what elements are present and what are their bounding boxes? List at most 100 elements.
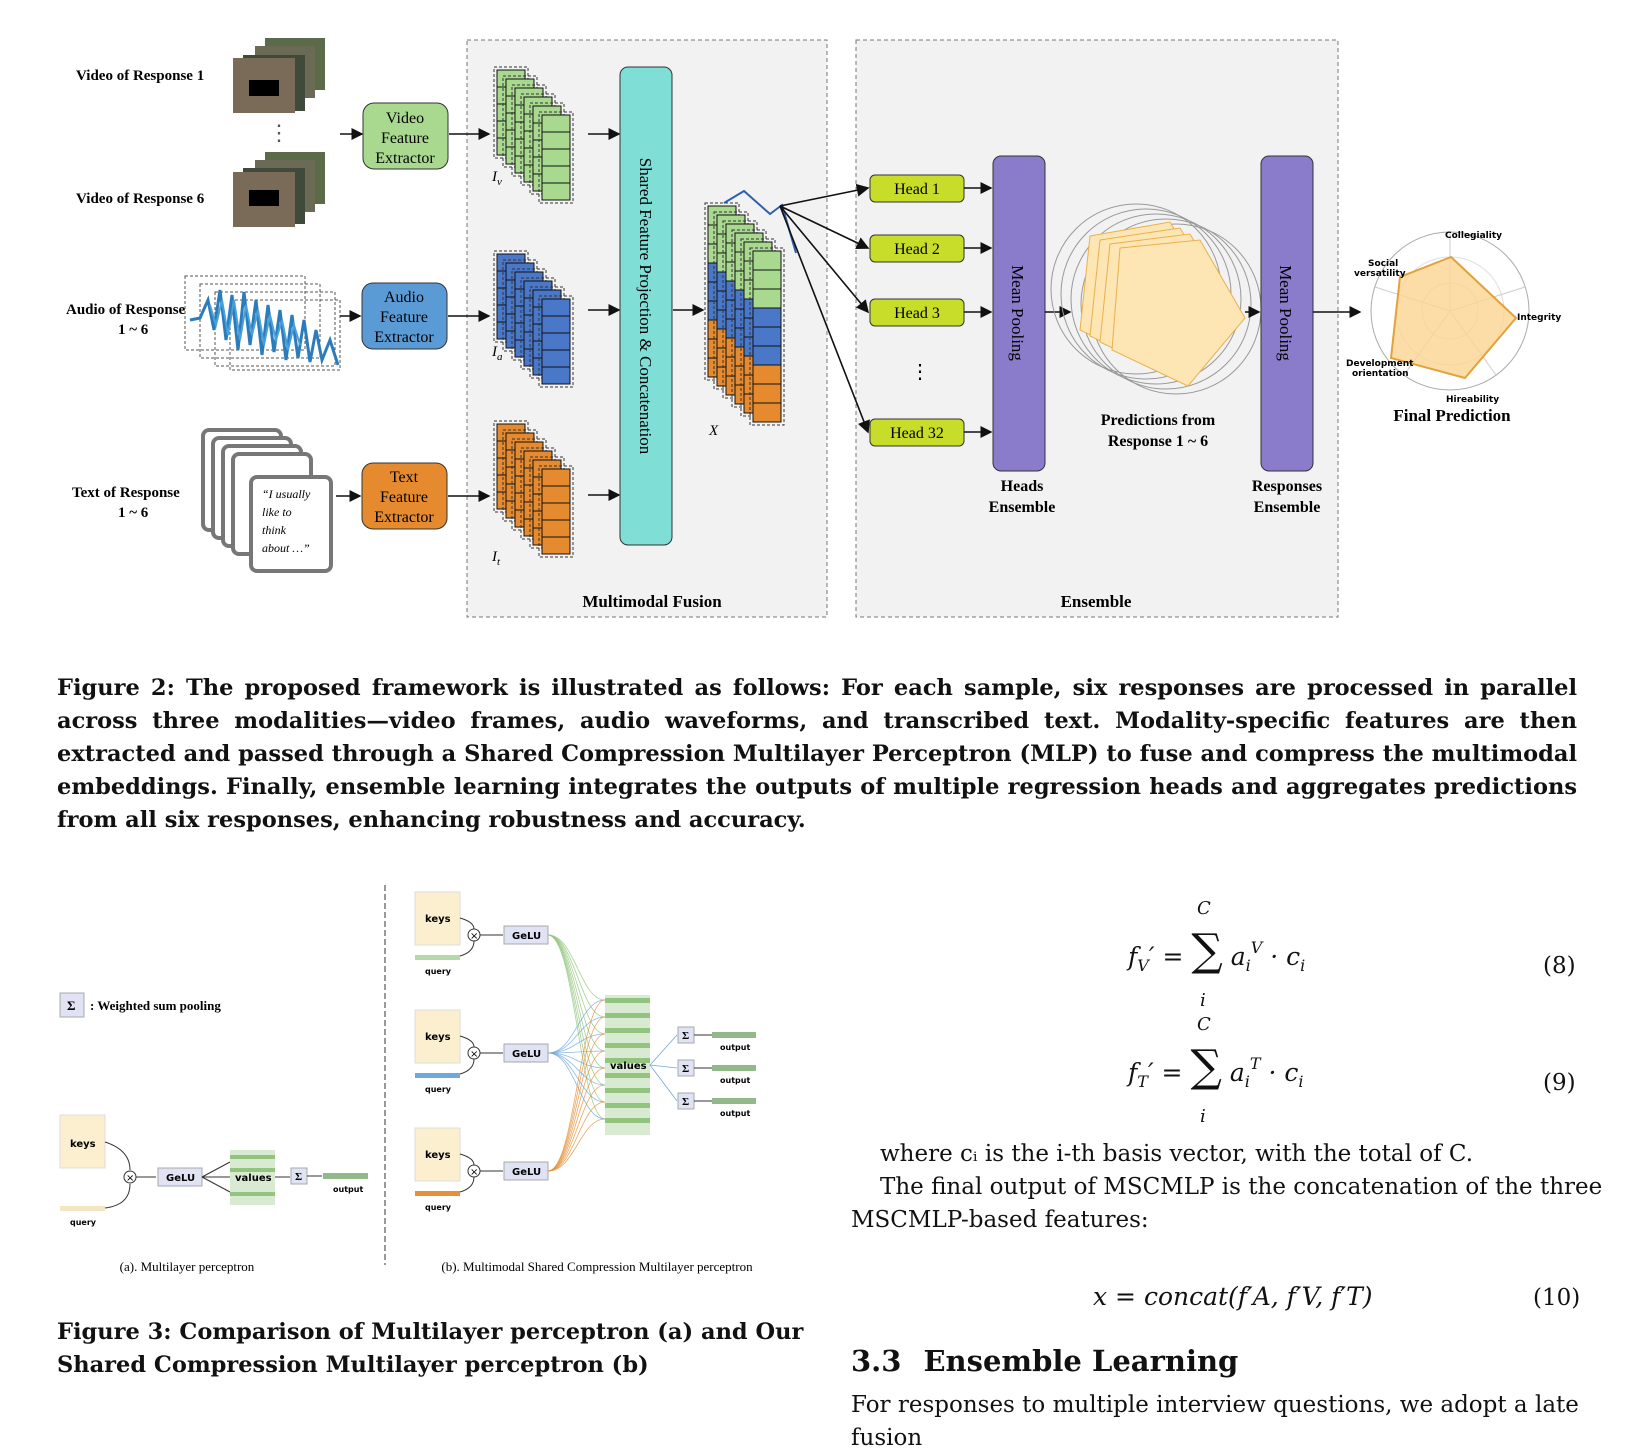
mscmlp-query-label: query bbox=[425, 967, 452, 976]
mscmlp-output-label: output bbox=[720, 1076, 750, 1085]
mlp-keys-box bbox=[59, 1114, 106, 1169]
mscmlp-out-line bbox=[649, 1064, 678, 1102]
text-feature-stack bbox=[493, 420, 574, 558]
section-number: 3.3 bbox=[851, 1344, 902, 1378]
audio-label-line2: 1 ~ 6 bbox=[118, 322, 149, 338]
radar-axis-hireability: Hireability bbox=[1446, 395, 1499, 405]
social-line2: versatility bbox=[1354, 269, 1406, 279]
quote-line-3: think bbox=[262, 523, 287, 537]
mscmlp-query-bar bbox=[415, 955, 460, 960]
mscmlp-value-stripe bbox=[605, 1013, 650, 1018]
fused-feature-cell bbox=[752, 250, 782, 271]
mscmlp-values-box bbox=[605, 995, 650, 1135]
development-line2: orientation bbox=[1352, 369, 1409, 379]
equation-9-number: (9) bbox=[1543, 1070, 1576, 1096]
mscmlp-output-bar bbox=[712, 1065, 756, 1071]
mscmlp-multiply-symbol: × bbox=[470, 931, 478, 942]
fused-feature-cell bbox=[752, 402, 782, 423]
mscmlp-value-stripe bbox=[605, 1088, 650, 1093]
heads-ensemble-line1: Heads bbox=[1001, 478, 1044, 495]
mscmlp-query-label: query bbox=[425, 1085, 452, 1094]
figure-3-caption: Figure 3: Comparison of Multilayer perce… bbox=[57, 1316, 817, 1382]
development-line1: Development bbox=[1346, 359, 1414, 369]
mscmlp-value-stripe bbox=[605, 1118, 650, 1123]
radar-axis-development: Development orientation bbox=[1346, 359, 1417, 379]
mscmlp-key-path bbox=[459, 917, 475, 930]
mscmlp-fan-line bbox=[547, 1084, 606, 1172]
equation-10-number: (10) bbox=[1533, 1285, 1581, 1311]
text-label-line2: 1 ~ 6 bbox=[118, 505, 149, 521]
head-3-label: Head 3 bbox=[894, 305, 940, 322]
fused-feature-cell bbox=[752, 269, 782, 290]
mean-pooling-responses-label: Mean Pooling bbox=[1276, 265, 1295, 361]
mscmlp-query-bar bbox=[415, 1191, 460, 1196]
shared-feature-projection-block bbox=[619, 66, 673, 546]
video-feature-cell bbox=[541, 114, 571, 133]
mscmlp-value-stripe bbox=[605, 1028, 650, 1033]
mean-pooling-heads-label: Mean Pooling bbox=[1008, 265, 1027, 361]
figure-3-caption-line1: Figure 3: Comparison of Multilayer perce… bbox=[57, 1319, 804, 1345]
audio-extractor-line3: Extractor bbox=[374, 329, 434, 346]
mscmlp-keys-box bbox=[414, 1009, 461, 1064]
mscmlp-keys-label: keys bbox=[425, 1032, 451, 1043]
mscmlp-multiply-symbol: × bbox=[470, 1049, 478, 1060]
predictions-label-line2: Response 1 ~ 6 bbox=[1108, 433, 1208, 450]
mscmlp-key-path bbox=[459, 1035, 475, 1048]
mlp-gelu-label: GeLU bbox=[166, 1173, 195, 1184]
text-feature-extractor bbox=[361, 462, 448, 530]
video-response-6-label: Video of Response 6 bbox=[76, 191, 205, 207]
radar-axis-social: Social versatility bbox=[1354, 259, 1406, 279]
audio-feature-outline bbox=[538, 295, 574, 388]
mscmlp-fan-line bbox=[547, 1067, 606, 1172]
multimodal-fusion-label: Multimodal Fusion bbox=[582, 592, 722, 611]
video-feature-cell bbox=[541, 182, 571, 201]
body-line-4: For responses to multiple interview ques… bbox=[851, 1392, 1579, 1451]
video-response-1-label: Video of Response 1 bbox=[76, 68, 204, 84]
equation-10: x = concat(f′A, f′V, f′T) bbox=[1093, 1282, 1373, 1311]
mscmlp-value-stripe bbox=[605, 1073, 650, 1078]
mlp-sigma: Σ bbox=[295, 1171, 302, 1183]
sub-b-label: (b). Multimodal Shared Compression Multi… bbox=[441, 1259, 753, 1274]
mscmlp-query-path bbox=[459, 1176, 475, 1193]
radar-axis-collegiality: Collegiality bbox=[1445, 231, 1502, 241]
final-prediction-radar bbox=[1370, 231, 1530, 391]
text-cards bbox=[201, 428, 333, 573]
video-feature-extractor bbox=[362, 102, 449, 170]
mscmlp-key-path bbox=[459, 1153, 475, 1166]
fused-feature-cell bbox=[752, 383, 782, 404]
mscmlp-values-label: values bbox=[610, 1061, 647, 1072]
mscmlp-output-bar bbox=[712, 1032, 756, 1038]
head-32-label: Head 32 bbox=[890, 425, 944, 442]
eq9-upper-limit: C bbox=[1197, 1014, 1211, 1035]
eq8-upper-limit: C bbox=[1197, 898, 1211, 919]
figure-3-mlp-comparison: Σ : Weighted sum pooling keys query × Ge… bbox=[59, 885, 756, 1274]
audio-feature-cell bbox=[541, 332, 571, 351]
fused-feature-outline bbox=[749, 247, 785, 426]
mlp-query-bar bbox=[60, 1206, 105, 1211]
video-feature-label: Iv bbox=[491, 169, 502, 188]
mscmlp-keys-box bbox=[414, 891, 461, 946]
sum-symbol: ∑ bbox=[1190, 1041, 1222, 1092]
section-title: Ensemble Learning bbox=[923, 1344, 1239, 1378]
video-extractor-line2: Feature bbox=[381, 130, 429, 147]
mscmlp-fan-line bbox=[547, 934, 606, 1035]
fused-feature-cell bbox=[752, 326, 782, 347]
text-feature-cell bbox=[541, 536, 571, 555]
mean-pooling-heads-block bbox=[992, 155, 1046, 472]
text-extractor-line2: Feature bbox=[380, 489, 428, 506]
mscmlp-fan-line bbox=[547, 1033, 606, 1054]
responses-ensemble-line2: Ensemble bbox=[1254, 499, 1321, 516]
head-2-label: Head 2 bbox=[894, 241, 940, 258]
audio-extractor-line2: Feature bbox=[380, 309, 428, 326]
heads-ensemble-line2: Ensemble bbox=[989, 499, 1056, 516]
mscmlp-multiply-symbol: × bbox=[470, 1167, 478, 1178]
text-feature-cell bbox=[541, 485, 571, 504]
mscmlp-keys-label: keys bbox=[425, 1150, 451, 1161]
audio-feature-stack bbox=[493, 250, 574, 388]
mscmlp-fan-line bbox=[547, 1052, 606, 1120]
audio-feature-label: Ia bbox=[491, 344, 503, 363]
audio-feature-cell bbox=[541, 366, 571, 385]
video-feature-outline bbox=[538, 111, 574, 204]
mlp-multiply-symbol: × bbox=[126, 1173, 134, 1184]
